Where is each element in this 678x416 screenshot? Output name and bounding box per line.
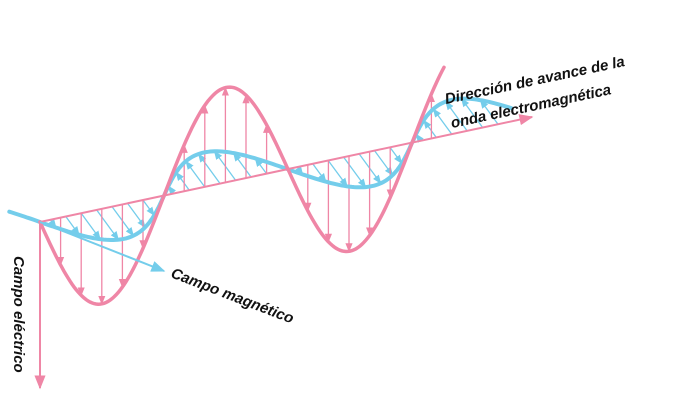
magnetic-field-vector [185, 160, 206, 188]
magnetic-field-axis-arrow [39, 221, 166, 272]
propagation-axis-arrow [39, 114, 534, 223]
magnetic-field-vector [312, 163, 327, 183]
electric-field-label: Campo eléctrico [10, 256, 27, 373]
magnetic-field-vector [432, 108, 453, 135]
magnetic-field-vector [65, 216, 80, 236]
magnetic-field-vector [343, 157, 367, 188]
magnetic-field-vector [197, 153, 221, 185]
magnetic-field-vector [389, 147, 403, 165]
magnetic-field-vector [460, 97, 484, 129]
magnetic-field-vector [96, 209, 119, 241]
magnetic-field-vector [423, 119, 438, 139]
magnetic-field-vector [232, 152, 252, 178]
magnetic-field-vector [327, 160, 348, 188]
magnetic-field-vector [142, 199, 155, 217]
magnetic-field-vector [479, 99, 499, 125]
magnetic-field-vector [127, 203, 146, 229]
magnetic-field-vector [175, 171, 190, 191]
electric-field-wave [38, 65, 446, 306]
magnetic-field-vector [445, 100, 468, 132]
electric-field-vectors [56, 86, 435, 305]
magnetic-field-vector [80, 212, 101, 240]
magnetic-field-label: Campo magnético [169, 265, 296, 327]
magnetic-field-wave [7, 96, 514, 242]
